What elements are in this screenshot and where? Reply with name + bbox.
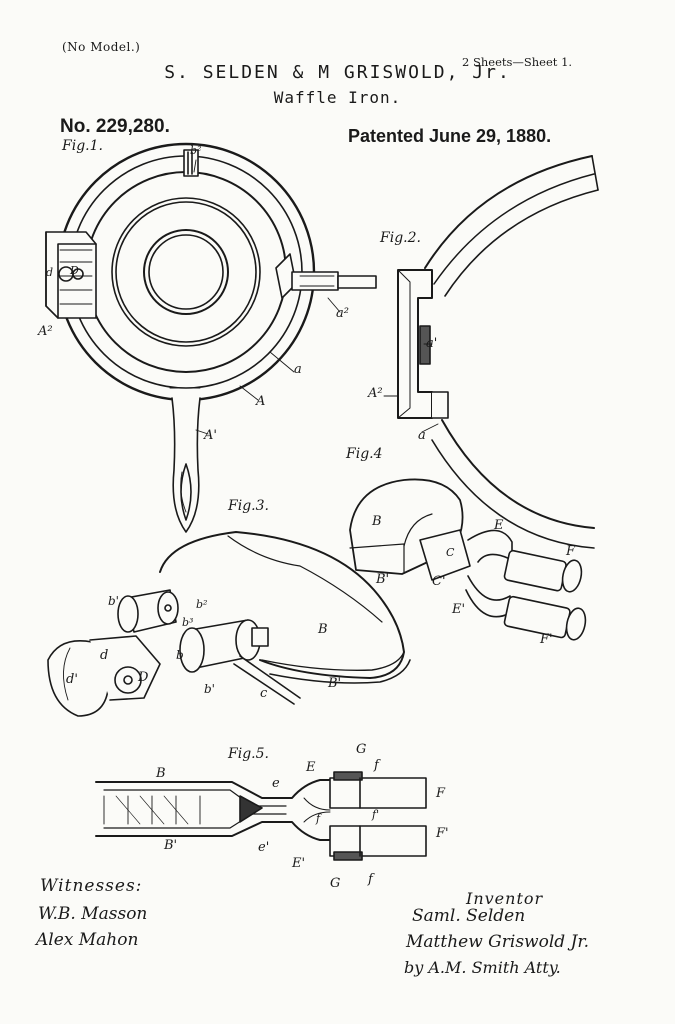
fig1-label: D bbox=[70, 264, 79, 277]
fig2-label: a' bbox=[426, 336, 438, 351]
inventor-signature: Matthew Griswold Jr. bbox=[406, 932, 590, 952]
fig2-label: A² bbox=[368, 386, 383, 401]
fig3-label: d bbox=[100, 648, 109, 663]
fig2-title: Fig.2. bbox=[380, 230, 421, 246]
fig1-label: A' bbox=[204, 428, 217, 443]
invention-title: Waffle Iron. bbox=[273, 88, 402, 107]
fig5-label: f' bbox=[372, 808, 380, 821]
fig5-label: f bbox=[368, 872, 373, 887]
leader-lines bbox=[193, 159, 439, 435]
fig1-label: a bbox=[294, 362, 302, 377]
fig5-label: B bbox=[156, 766, 166, 781]
fig5-title: Fig.5. bbox=[228, 746, 269, 762]
fig3-label: c bbox=[260, 686, 268, 701]
fig3-label: b' bbox=[204, 682, 215, 696]
fig5-label: B' bbox=[164, 838, 178, 853]
fig5-label: e' bbox=[258, 840, 270, 855]
attorney-signature: by A.M. Smith Atty. bbox=[404, 958, 561, 977]
patented-date: Patented June 29, 1880. bbox=[348, 126, 552, 146]
fig5-label: G bbox=[330, 876, 341, 891]
inventor-signature: Saml. Selden bbox=[412, 906, 526, 926]
sheet-count: 2 Sheets—Sheet 1. bbox=[462, 55, 573, 69]
fig3-drawing bbox=[47, 531, 411, 717]
fig3-label: b bbox=[176, 648, 184, 662]
fig5-label: G bbox=[356, 742, 367, 757]
fig5-label: f bbox=[374, 758, 379, 773]
fig1-label: a² bbox=[336, 306, 349, 321]
fig4-label: C bbox=[446, 546, 455, 559]
fig5-label: E bbox=[306, 760, 316, 775]
fig3-label: b² bbox=[196, 598, 208, 611]
fig1-label: d bbox=[46, 266, 54, 279]
fig4-label: C' bbox=[432, 574, 446, 589]
fig5-drawing bbox=[95, 771, 427, 861]
fig4-title: Fig.4 bbox=[346, 446, 383, 462]
fig4-label: B bbox=[372, 514, 382, 529]
fig1-label: A² bbox=[38, 324, 53, 339]
fig1-label: A bbox=[256, 394, 266, 409]
fig3-label: b' bbox=[108, 594, 119, 608]
fig4-label: F' bbox=[540, 632, 553, 647]
witnesses-heading: Witnesses: bbox=[40, 876, 143, 896]
fig3-label: b³ bbox=[182, 616, 194, 629]
fig4-label: F bbox=[566, 544, 576, 559]
fig3-label: d' bbox=[66, 672, 78, 687]
witness-signature: W.B. Masson bbox=[38, 904, 148, 924]
fig1-title: Fig.1. bbox=[62, 138, 103, 154]
fig5-label: e bbox=[272, 776, 280, 791]
fig5-label: E' bbox=[292, 856, 306, 871]
fig4-drawing bbox=[349, 478, 587, 641]
patent-number: No. 229,280. bbox=[60, 116, 170, 137]
model-note: (No Model.) bbox=[62, 40, 141, 54]
fig3-label: B' bbox=[328, 676, 342, 691]
fig4-label: B' bbox=[376, 572, 390, 587]
fig3-title: Fig.3. bbox=[228, 498, 269, 514]
fig1-drawing bbox=[45, 142, 377, 533]
witness-signature: Alex Mahon bbox=[36, 930, 139, 950]
fig4-label: E' bbox=[452, 602, 466, 617]
fig5-label: F bbox=[436, 786, 446, 801]
fig3-label: B bbox=[318, 622, 328, 637]
fig2-drawing bbox=[397, 155, 599, 549]
fig5-label: F' bbox=[436, 826, 449, 841]
inventor-heading: Inventor bbox=[466, 889, 544, 908]
fig5-label: f bbox=[316, 812, 321, 825]
fig2-label: a bbox=[418, 428, 426, 443]
fig1-label: b² bbox=[190, 144, 202, 157]
fig4-label: E bbox=[494, 518, 504, 533]
fig3-label: D bbox=[138, 670, 149, 685]
inventors-title: S. SELDEN & M GRISWOLD, Jr. bbox=[164, 62, 511, 83]
